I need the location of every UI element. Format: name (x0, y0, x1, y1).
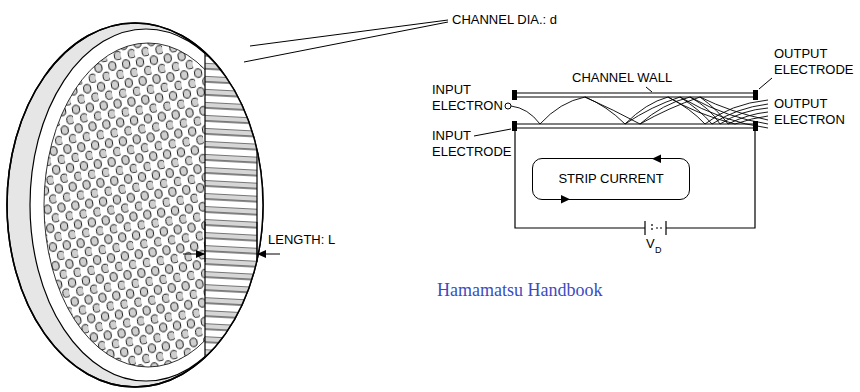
disk-face (30, 29, 205, 381)
strip-current-loop: STRIP CURRENT (532, 158, 690, 200)
part-label: CHANNEL WALL (572, 70, 672, 86)
part-label: OUTPUT ELECTRODE (774, 46, 853, 78)
leader-line (250, 20, 448, 46)
voltage-symbol: V (646, 236, 655, 252)
leader-line (646, 87, 652, 92)
leader-line (244, 22, 448, 62)
node-text: STRIP CURRENT (558, 171, 663, 187)
channel-schematic (505, 90, 758, 131)
caption: Hamamatsu Handbook (437, 280, 602, 301)
part-label: INPUT ELECTRON (432, 82, 503, 114)
part-label: OUTPUT ELECTRON (774, 96, 845, 128)
leader-line (474, 129, 511, 136)
leader-line (759, 78, 772, 89)
length-dimension (183, 222, 280, 262)
dimension-label: LENGTH: L (268, 232, 335, 248)
dimension-label: CHANNEL DIA.: d (452, 12, 557, 28)
electron-trajectories (511, 97, 768, 128)
channel-section (205, 0, 265, 392)
voltage-subscript: D (655, 244, 662, 256)
bias-circuit (515, 131, 755, 235)
part-label: INPUT ELECTRODE (432, 128, 511, 160)
